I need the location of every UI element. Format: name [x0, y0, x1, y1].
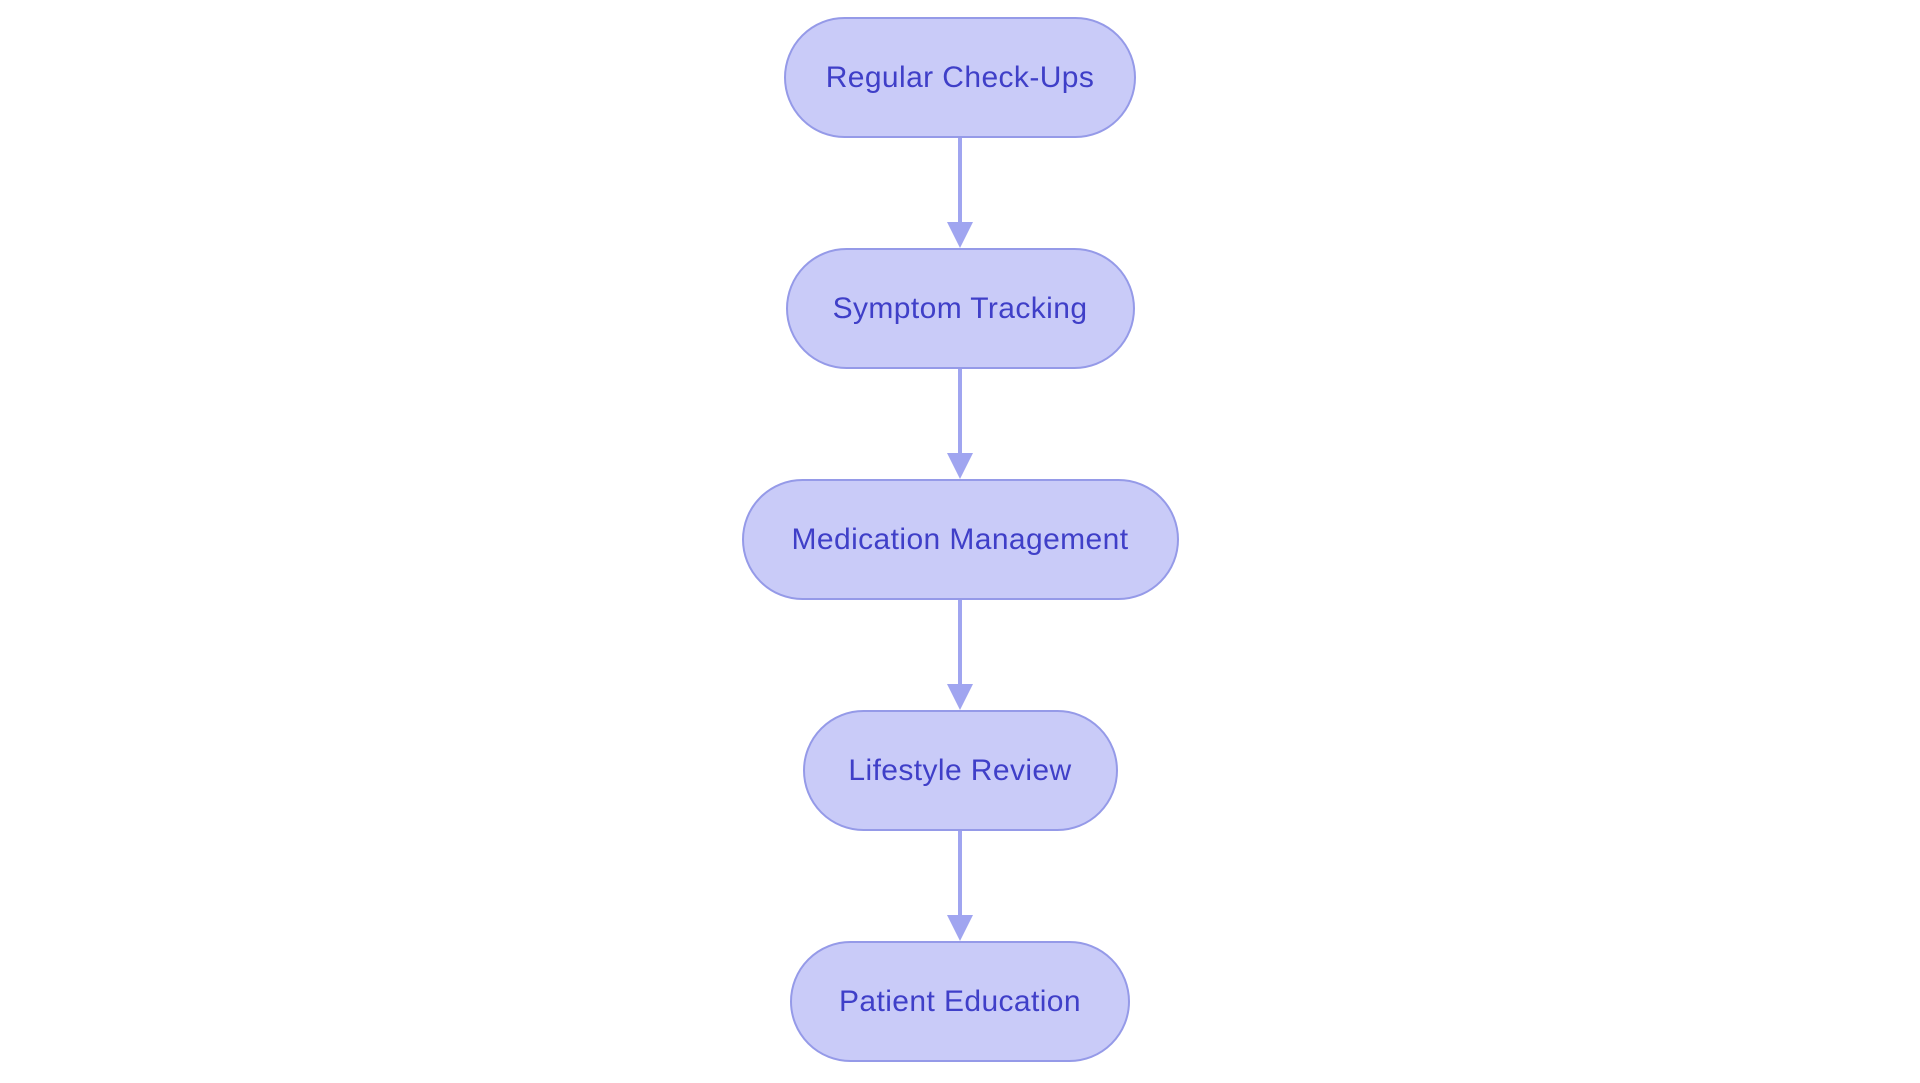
arrow-down-icon — [947, 684, 973, 710]
flow-node-label: Medication Management — [791, 522, 1129, 556]
flow-node-label: Patient Education — [839, 984, 1081, 1018]
flow-node-label: Symptom Tracking — [832, 291, 1088, 325]
arrow-down-icon — [947, 453, 973, 479]
flow-edge-1 — [947, 138, 973, 248]
arrow-line — [958, 600, 962, 685]
arrow-line — [958, 831, 962, 916]
flow-edge-3 — [947, 600, 973, 710]
arrow-down-icon — [947, 222, 973, 248]
arrow-line — [958, 138, 962, 223]
arrow-line — [958, 369, 962, 454]
flow-node-label: Lifestyle Review — [848, 753, 1072, 787]
flow-node-label: Regular Check-Ups — [825, 60, 1095, 94]
flow-edge-4 — [947, 831, 973, 941]
flow-node-symptom-tracking: Symptom Tracking — [785, 248, 1135, 369]
flow-edge-2 — [947, 369, 973, 479]
flow-node-medication-management: Medication Management — [741, 479, 1179, 600]
flow-node-patient-education: Patient Education — [790, 941, 1130, 1062]
flow-node-regular-check-ups: Regular Check-Ups — [784, 17, 1136, 138]
arrow-down-icon — [947, 915, 973, 941]
flow-node-lifestyle-review: Lifestyle Review — [802, 710, 1118, 831]
